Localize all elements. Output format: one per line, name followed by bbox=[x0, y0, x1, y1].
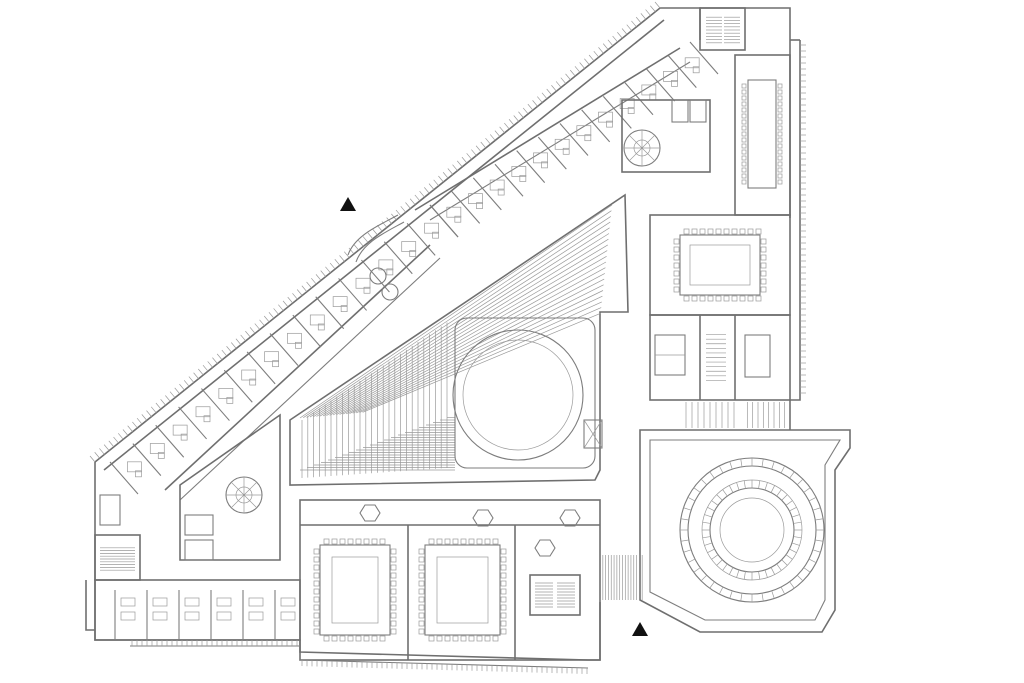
spiral-stair-north bbox=[621, 99, 711, 173]
entry-lobby-columns bbox=[347, 214, 405, 301]
round-hall bbox=[602, 429, 851, 633]
entrance-marker-north bbox=[340, 197, 356, 211]
entrance-marker-south bbox=[632, 622, 648, 636]
north-block bbox=[649, 7, 791, 428]
south-west-offices bbox=[94, 494, 301, 641]
facade-mullions bbox=[89, 1, 806, 463]
spiral-stair-west bbox=[179, 413, 281, 561]
office-wing bbox=[109, 41, 719, 501]
south-facade bbox=[130, 640, 589, 674]
south-block bbox=[299, 499, 601, 661]
central-auditorium bbox=[289, 193, 629, 486]
